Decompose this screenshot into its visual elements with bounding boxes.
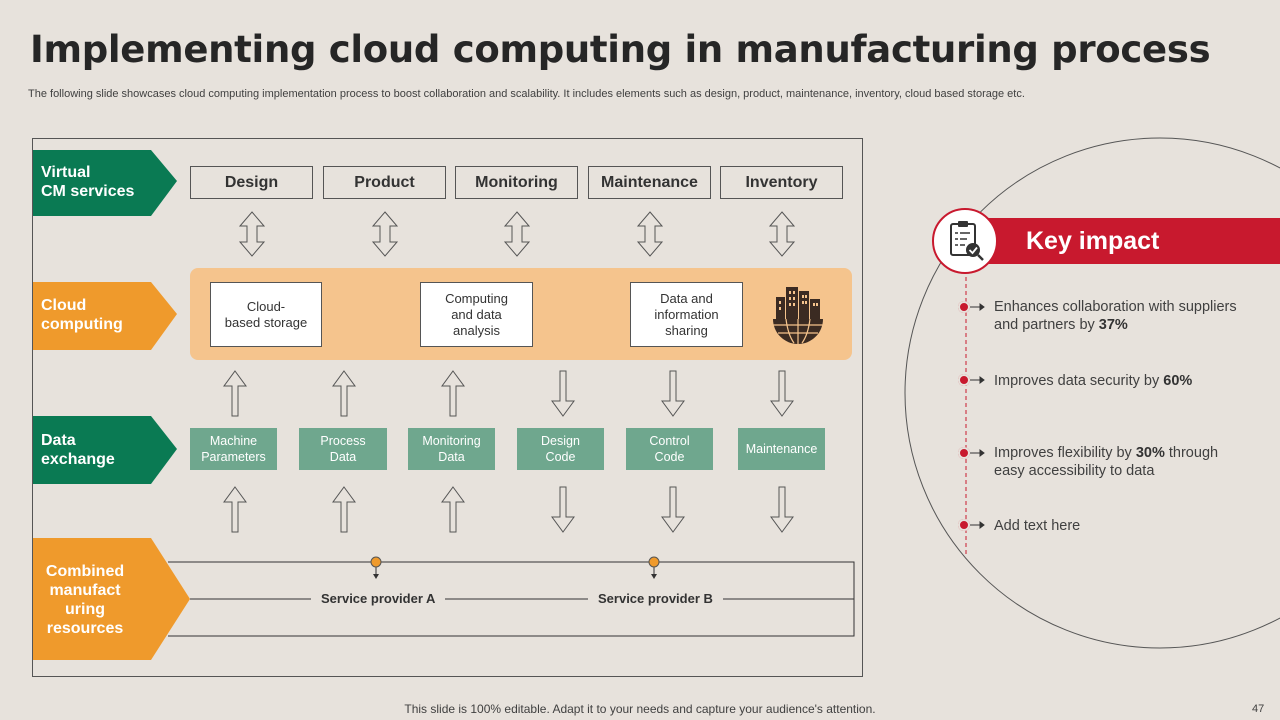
cloud-item-computing: Computing and data analysis xyxy=(420,282,533,347)
arrows-cloud-data xyxy=(223,370,794,417)
arrows-data-combined xyxy=(223,486,794,533)
row-label-virtual-line2: CM services xyxy=(41,183,135,200)
impact-item-3: Improves flexibility by 30% through easy… xyxy=(994,444,1244,480)
data-item-monitoring-data: Monitoring Data xyxy=(408,428,495,470)
cloud-item-storage: Cloud- based storage xyxy=(210,282,322,347)
service-box-inventory: Inventory xyxy=(720,166,843,199)
impact-bullet-3 xyxy=(958,447,970,459)
impact-item-1-value: 37% xyxy=(1098,317,1128,333)
impact-bullet-1 xyxy=(958,301,970,313)
impact-item-3-value: 30% xyxy=(1135,445,1165,461)
page-number: 47 xyxy=(1252,703,1265,715)
data-item-control-code: Control Code xyxy=(626,428,713,470)
row-label-data: Data exchange xyxy=(41,431,115,469)
row-label-combined: Combined manufact uring resources xyxy=(38,562,132,638)
page-subtitle: The following slide showcases cloud comp… xyxy=(28,88,1025,100)
clipboard-check-icon xyxy=(932,208,998,274)
key-impact-banner: Key impact xyxy=(968,218,1280,264)
impact-item-1-text: Enhances collaboration with suppliers an… xyxy=(994,299,1237,333)
service-box-design: Design xyxy=(190,166,313,199)
chevron-data xyxy=(33,416,177,484)
service-box-maintenance: Maintenance xyxy=(588,166,711,199)
impact-item-2: Improves data security by 60% xyxy=(994,372,1244,390)
impact-bullet-4 xyxy=(958,519,970,531)
impact-item-4-text: Add text here xyxy=(994,518,1081,534)
impact-bullet-2 xyxy=(958,374,970,386)
row-label-combined-line3: uring xyxy=(65,601,105,618)
data-item-machine-parameters-label: Machine Parameters xyxy=(201,434,266,464)
row-label-virtual-line1: Virtual xyxy=(41,164,91,181)
impact-item-1: Enhances collaboration with suppliers an… xyxy=(994,298,1244,334)
chevron-cloud xyxy=(33,282,177,350)
cloud-item-storage-label: Cloud- based storage xyxy=(224,298,308,330)
service-box-monitoring: Monitoring xyxy=(455,166,578,199)
provider-lines xyxy=(168,561,855,637)
chevron-virtual xyxy=(33,150,177,216)
impact-item-3-text-end: through easy accessibility to data xyxy=(994,445,1219,479)
cloud-item-sharing-label: Data and information sharing xyxy=(654,290,719,338)
data-item-control-code-label: Control Code xyxy=(649,434,690,464)
chevron-combined xyxy=(33,538,190,660)
impact-item-4: Add text here xyxy=(994,517,1244,535)
footer-note: This slide is 100% editable. Adapt it to… xyxy=(404,702,876,716)
row-label-cloud: Cloud computing xyxy=(41,296,123,334)
impact-circle xyxy=(904,137,1280,649)
row-label-data-line1: Data xyxy=(41,432,76,449)
diagram-frame xyxy=(32,138,863,677)
impact-item-2-text: Improves data security by xyxy=(994,373,1164,389)
data-item-design-code-label: Design Code xyxy=(541,434,580,464)
data-item-machine-parameters: Machine Parameters xyxy=(190,428,277,470)
data-item-process-data: Process Data xyxy=(299,428,387,470)
row-label-combined-line1: Combined xyxy=(45,563,125,580)
impact-pointers xyxy=(970,303,985,529)
service-provider-b: Service provider B xyxy=(588,591,723,606)
city-globe-icon xyxy=(773,287,823,344)
row-label-combined-line4: resources xyxy=(46,620,124,637)
data-item-monitoring-data-label: Monitoring Data xyxy=(422,434,481,464)
row-label-combined-line2: manufact xyxy=(49,582,121,599)
impact-item-2-value: 60% xyxy=(1163,373,1193,389)
provider-markers xyxy=(370,556,660,579)
service-provider-a: Service provider A xyxy=(311,591,446,606)
row-label-cloud-line1: Cloud xyxy=(41,297,87,314)
data-item-maintenance: Maintenance xyxy=(738,428,825,470)
data-item-maintenance-label: Maintenance xyxy=(745,442,818,456)
page-title: Implementing cloud computing in manufact… xyxy=(30,28,1211,71)
double-arrows-top xyxy=(238,211,796,257)
data-item-process-data-label: Process Data xyxy=(320,434,366,464)
service-box-product: Product xyxy=(323,166,446,199)
impact-item-3-text: Improves flexibility by xyxy=(994,445,1136,461)
key-impact-heading: Key impact xyxy=(1026,226,1160,255)
cloud-item-sharing: Data and information sharing xyxy=(630,282,743,347)
cloud-item-computing-label: Computing and data analysis xyxy=(445,290,508,338)
row-label-data-line2: exchange xyxy=(41,451,115,468)
data-item-design-code: Design Code xyxy=(517,428,604,470)
row-label-virtual: Virtual CM services xyxy=(41,163,134,201)
row-label-cloud-line2: computing xyxy=(41,316,123,333)
